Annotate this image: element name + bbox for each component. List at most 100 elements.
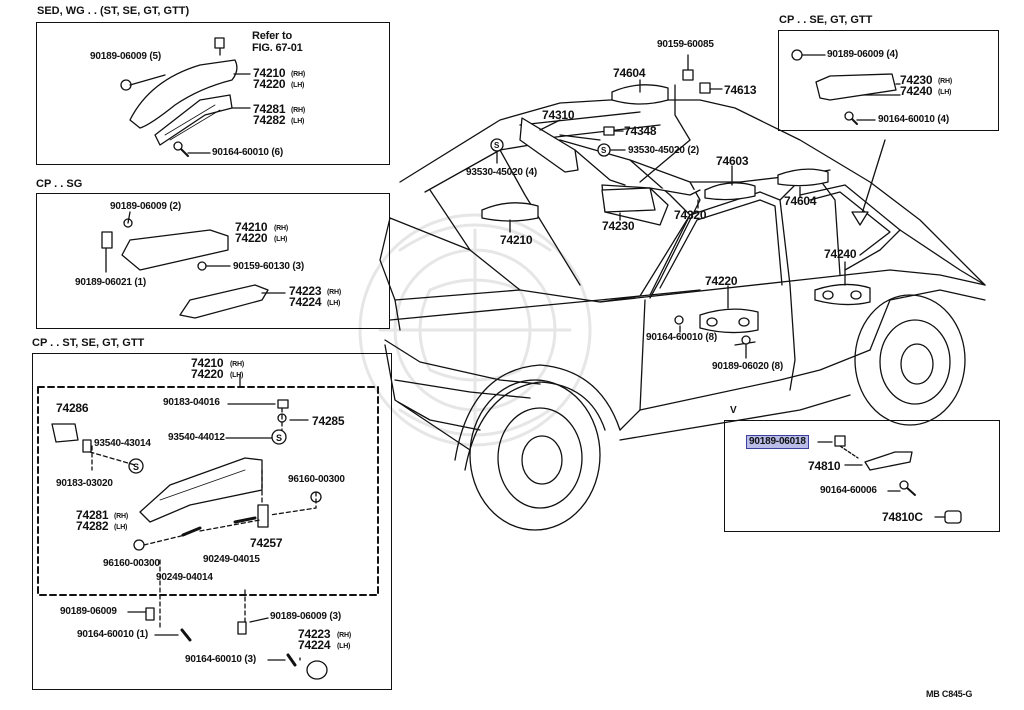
panel3-solid-leaders [127,374,309,661]
part-label: 74220 [253,77,286,91]
part-suffix: (LH) [938,89,952,96]
svg-text:S: S [133,462,139,472]
part-label: 74282 [253,113,286,127]
part-label: 90249-04014 [156,572,213,583]
part-label: 74223 [289,284,322,298]
part-suffix: (LH) [114,524,128,531]
part-label: 74257 [250,536,283,550]
panel3-parts [51,399,328,680]
part-label: 90249-04015 [203,554,260,565]
refer-line-2: FIG. 67-01 [252,42,303,54]
part-suffix: (RH) [114,513,128,520]
panel-cp-sg-title: CP . . SG [36,178,83,190]
car-part-label: 93530-45020 (4) [466,167,537,178]
part-suffix: (LH) [327,300,341,307]
panel-cp-st-title: CP . . ST, SE, GT, GTT [32,337,145,349]
panel4-parts [791,49,897,125]
car-part-label: 74230 [602,219,635,233]
part-suffix: (RH) [938,78,952,85]
part-label: 74220 [235,231,268,245]
panel3-dashed-box [37,386,379,596]
car-parts [481,69,871,345]
car-part-label: 74220 [705,274,738,288]
part-label: 90159-60130 (3) [233,261,304,272]
panel3-s-circles [128,429,287,474]
part-label: 74281 [76,508,109,522]
car-part-label: 90164-60010 (8) [646,332,717,343]
panel2-parts [101,218,269,319]
part-label: 74210 [253,66,286,80]
car-part-label: 90159-60085 [657,39,714,50]
part-suffix: (RH) [337,632,351,639]
part-label: 74210 [191,356,224,370]
car-part-label: 74348 [624,124,657,138]
refer-line-1: Refer to [252,30,292,42]
car-part-label: 74613 [724,83,757,97]
highlighted-part-label[interactable]: 90189-06018 [746,435,809,449]
panel-sed-wg [36,22,390,165]
part-label: 74810 [808,459,841,473]
panel4-leaders [801,54,901,121]
view-marker: V [730,405,737,416]
panel2-leaders [105,211,286,294]
car-part-label: 74604 [613,66,646,80]
panel-cp-se [778,30,999,131]
part-suffix: (LH) [337,643,351,650]
panel-cp-st [32,353,392,690]
part-label: 74224 [298,638,331,652]
part-suffix: (LH) [291,82,305,89]
car-part-label: 74310 [542,108,575,122]
part-label: 90164-60010 (3) [185,654,256,665]
part-label: 74230 [900,73,933,87]
panel3-leaders [89,407,317,631]
part-label: 96160-00300 [288,474,345,485]
part-label: 74240 [900,84,933,98]
car-part-label: 74604 [784,194,817,208]
part-label: 74220 [191,367,224,381]
part-label: 90189-06009 (4) [827,49,898,60]
part-label: 74210 [235,220,268,234]
car-part-label: 90189-06020 (8) [712,361,783,372]
inset-parts [834,435,962,524]
panel-cp-sg [36,193,390,329]
panel1-parts [120,37,238,157]
part-label: 90183-03020 [56,478,113,489]
part-label: 74281 [253,102,286,116]
part-suffix: (RH) [327,289,341,296]
part-label: 74286 [56,401,89,415]
inset-leaders [817,441,946,518]
car-s-marks: S S [494,141,607,155]
panel-cp-se-title: CP . . SE, GT, GTT [779,14,873,26]
car-part-label: 74603 [716,154,749,168]
part-label: 90164-60006 [820,485,877,496]
part-label: 96160-00300 [103,558,160,569]
car-leaders [496,54,846,359]
part-label: 90189-06009 (3) [270,611,341,622]
part-label: 93540-43014 [94,438,151,449]
part-suffix: (LH) [230,372,244,379]
panel-inset [724,420,1000,532]
part-label: 90189-06021 (1) [75,277,146,288]
part-label: 90189-06009 (5) [90,51,161,62]
part-label: 90164-60010 (1) [77,629,148,640]
panel3-s-marks: S S [133,433,282,472]
pointer-arrow [851,139,886,226]
part-suffix: (RH) [230,361,244,368]
part-suffix: (LH) [291,118,305,125]
part-suffix: (LH) [274,236,288,243]
part-label: 90189-06009 (2) [110,201,181,212]
part-suffix: (RH) [291,107,305,114]
panel1-leaders [129,47,251,154]
svg-text:S: S [601,146,607,155]
panel-sed-wg-title: SED, WG . . (ST, SE, GT, GTT) [37,5,190,17]
part-label: 74285 [312,414,345,428]
part-label: 74810C [882,510,923,524]
part-label: 90183-04016 [163,397,220,408]
part-suffix: (RH) [274,225,288,232]
part-label: 74282 [76,519,109,533]
svg-text:S: S [494,141,500,150]
car-part-label: 74320 [674,208,707,222]
car-part-label: 74240 [824,247,857,261]
